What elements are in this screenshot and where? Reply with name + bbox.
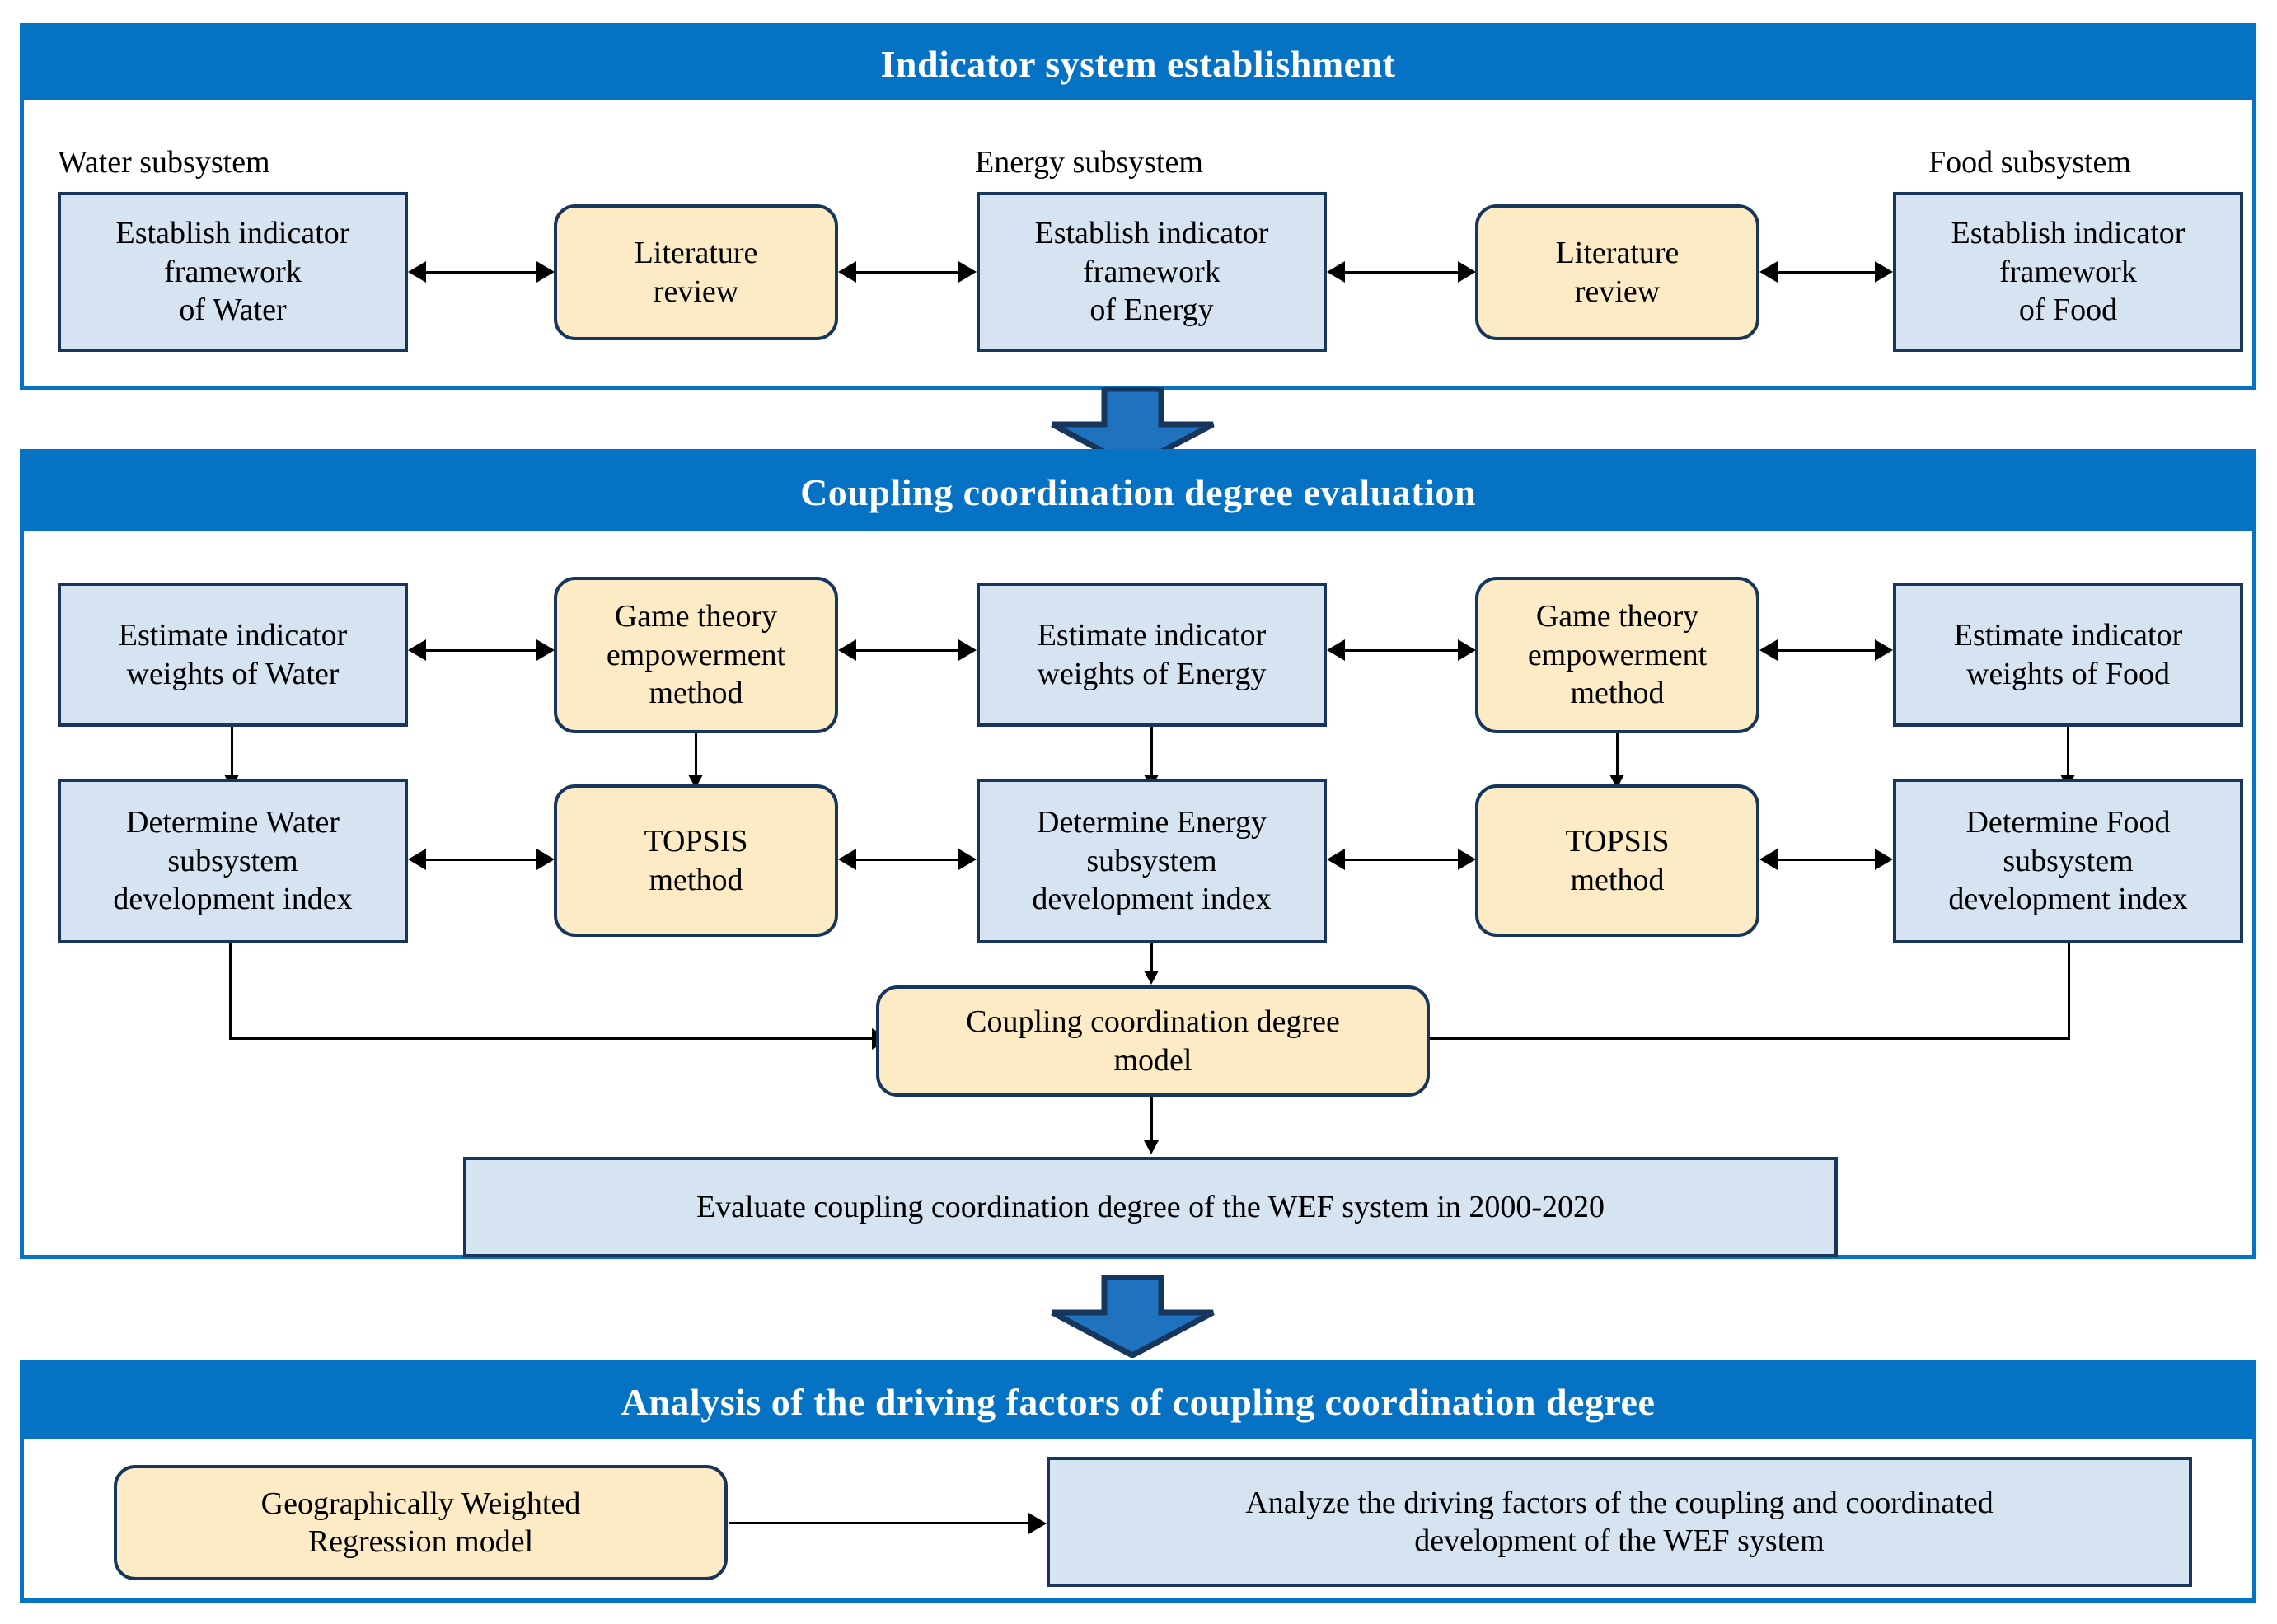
- connector-lit1-to-energy: [853, 271, 962, 274]
- connector-gt2-down: [1616, 733, 1619, 783]
- node-establish-food[interactable]: Establish indicator framework of Food: [1893, 192, 2243, 352]
- routing-ccd-to-evaluate: [1150, 1097, 1153, 1148]
- arrowhead-gt2-wfood-left: [1759, 639, 1778, 661]
- arrowhead-water-lit1-left: [408, 261, 426, 283]
- arrowhead-ienergy-topsis2-left: [1327, 849, 1345, 870]
- arrowhead-gt1-wenergy-right: [958, 639, 977, 661]
- caption-food-subsystem: Food subsystem: [1928, 145, 2131, 180]
- node-establish-energy[interactable]: Establish indicator framework of Energy: [977, 192, 1327, 352]
- node-literature-review-1[interactable]: Literature review: [554, 204, 838, 340]
- connector-gt2-to-wfood: [1774, 649, 1875, 652]
- node-weights-water[interactable]: Estimate indicator weights of Water: [58, 583, 408, 727]
- node-analyze-factors[interactable]: Analyze the driving factors of the coupl…: [1047, 1457, 2192, 1587]
- arrowhead-energy-lit2-left: [1327, 261, 1345, 283]
- arrowhead-iwater-topsis1-left: [408, 849, 426, 870]
- caption-water-subsystem: Water subsystem: [58, 145, 270, 180]
- node-topsis-2[interactable]: TOPSIS method: [1475, 784, 1759, 937]
- node-evaluate-ccd[interactable]: Evaluate coupling coordination degree of…: [463, 1157, 1838, 1257]
- block-arrow-section2-to-section3: [1048, 1275, 1217, 1358]
- connector-topsis2-to-ifood: [1774, 859, 1875, 861]
- connector-gwr-to-analyze: [729, 1522, 1032, 1524]
- arrowhead-energy-lit2-right: [1458, 261, 1476, 283]
- routing-ienergy-down: [1150, 943, 1153, 978]
- arrowhead-topsis2-ifood-left: [1759, 849, 1778, 870]
- arrowhead-gwr-to-analyze: [1028, 1513, 1047, 1534]
- node-index-food[interactable]: Determine Food subsystem development ind…: [1893, 779, 2243, 943]
- routing-ifood-vertical: [2068, 943, 2070, 1040]
- arrowhead-lit2-food-right: [1875, 261, 1893, 283]
- connector-gt1-down: [695, 733, 697, 783]
- routing-iwater-horizontal: [229, 1037, 876, 1040]
- node-gwr-model[interactable]: Geographically Weighted Regression model: [114, 1465, 728, 1580]
- node-literature-review-2[interactable]: Literature review: [1475, 204, 1759, 340]
- arrowhead-lit1-energy-right: [958, 261, 977, 283]
- connector-topsis1-to-ienergy: [853, 859, 962, 861]
- block-arrow-section1-to-section2: [1048, 387, 1217, 470]
- section-2-title: Coupling coordination degree evaluation: [24, 453, 2252, 531]
- node-index-water[interactable]: Determine Water subsystem development in…: [58, 779, 408, 943]
- node-game-theory-1[interactable]: Game theory empowerment method: [554, 577, 838, 733]
- arrowhead-ienergy-topsis2-right: [1458, 849, 1476, 870]
- arrowhead-topsis1-ienergy-right: [958, 849, 977, 870]
- arrowhead-wwater-gt1-left: [408, 639, 426, 661]
- connector-wenergy-down: [1150, 727, 1153, 783]
- node-weights-food[interactable]: Estimate indicator weights of Food: [1893, 583, 2243, 727]
- section-3-title: Analysis of the driving factors of coupl…: [24, 1364, 2252, 1439]
- arrowhead-gt2-wfood-right: [1875, 639, 1893, 661]
- arrowhead-wenergy-gt2-right: [1458, 639, 1476, 661]
- arrowhead-wwater-gt1-right: [536, 639, 555, 661]
- connector-wfood-down: [2067, 727, 2069, 783]
- connector-gt1-to-wenergy: [853, 649, 962, 652]
- routing-ifood-horizontal: [1423, 1037, 2070, 1040]
- connector-water-to-lit1: [423, 271, 540, 274]
- connector-ienergy-to-topsis2: [1342, 859, 1461, 861]
- node-ccd-model[interactable]: Coupling coordination degree model: [876, 985, 1430, 1097]
- node-weights-energy[interactable]: Estimate indicator weights of Energy: [977, 583, 1327, 727]
- arrowhead-lit1-energy-left: [838, 261, 856, 283]
- connector-lit2-to-food: [1774, 271, 1875, 274]
- node-index-energy[interactable]: Determine Energy subsystem development i…: [977, 779, 1327, 943]
- connector-wenergy-to-gt2: [1342, 649, 1461, 652]
- section-1-title: Indicator system establishment: [24, 27, 2252, 100]
- arrowhead-wenergy-gt2-left: [1327, 639, 1345, 661]
- arrowhead-ccd-to-evaluate: [1144, 1140, 1159, 1154]
- connector-energy-to-lit2: [1342, 271, 1461, 274]
- caption-energy-subsystem: Energy subsystem: [975, 145, 1203, 180]
- connector-iwater-to-topsis1: [423, 859, 540, 861]
- node-establish-water[interactable]: Establish indicator framework of Water: [58, 192, 408, 352]
- node-topsis-1[interactable]: TOPSIS method: [554, 784, 838, 937]
- arrowhead-gt1-wenergy-left: [838, 639, 856, 661]
- connector-wwater-down: [231, 727, 233, 783]
- arrowhead-iwater-topsis1-right: [536, 849, 555, 870]
- connector-wwater-to-gt1: [423, 649, 540, 652]
- routing-iwater-vertical: [229, 943, 232, 1040]
- arrowhead-water-lit1-right: [536, 261, 555, 283]
- arrowhead-topsis1-ienergy-left: [838, 849, 856, 870]
- node-game-theory-2[interactable]: Game theory empowerment method: [1475, 577, 1759, 733]
- arrowhead-ienergy-to-ccd: [1144, 971, 1159, 985]
- arrowhead-topsis2-ifood-right: [1875, 849, 1893, 870]
- arrowhead-lit2-food-left: [1759, 261, 1778, 283]
